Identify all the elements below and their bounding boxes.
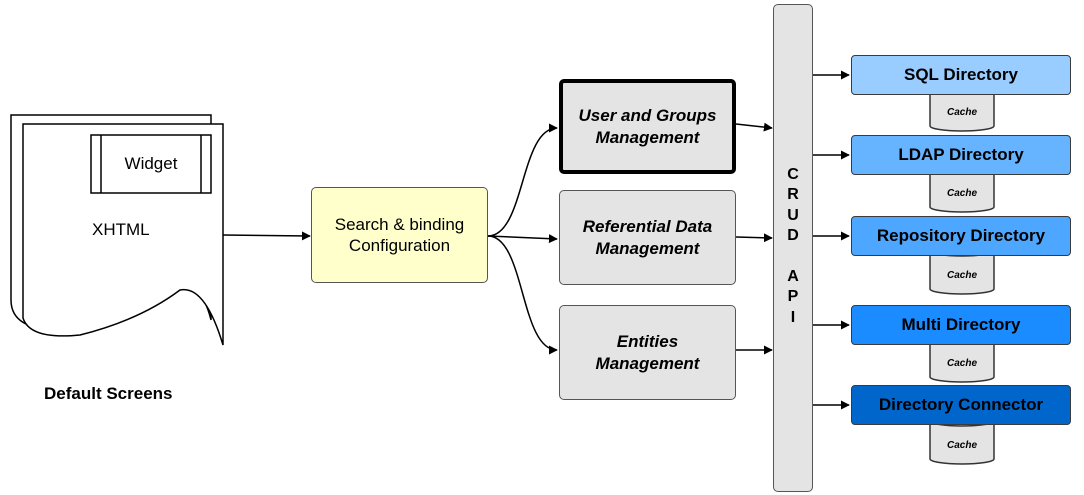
- arrow-referential-to-crud: [735, 233, 773, 243]
- repository-directory-box: Repository Directory: [851, 216, 1071, 256]
- crud-letter: C: [787, 166, 799, 183]
- crud-letter: R: [787, 186, 799, 204]
- users-line-1: User and Groups: [578, 105, 717, 125]
- crud-letter: I: [790, 308, 796, 326]
- arrow-screens-to-config: [222, 231, 311, 241]
- cache-label: Cache: [947, 188, 977, 199]
- directory-connector-box: Directory Connector: [851, 385, 1071, 425]
- arrow-config-to-referential: [487, 234, 558, 244]
- referential-line-1: Referential Data: [582, 216, 713, 236]
- config-line-1: Search & binding: [334, 215, 465, 234]
- crud-letter: D: [787, 227, 799, 245]
- users-line-2: Management: [595, 127, 700, 147]
- cache-label: Cache: [947, 107, 977, 118]
- multi-directory-box: Multi Directory: [851, 305, 1071, 345]
- crud-letter: P: [787, 288, 799, 306]
- entities-management-box: Entities Management: [559, 305, 736, 400]
- cache-label: Cache: [947, 270, 977, 281]
- widget-shape: [90, 134, 212, 194]
- ldap-directory-box: LDAP Directory: [851, 135, 1071, 175]
- arrow-config-to-users: [487, 123, 558, 237]
- arrow-users-to-crud: [735, 122, 773, 132]
- crud-letter: [791, 247, 795, 267]
- referential-line-2: Management: [595, 238, 700, 258]
- default-screens-caption: Default Screens: [44, 384, 173, 403]
- sql-directory-box: SQL Directory: [851, 55, 1071, 95]
- config-line-2: Configuration: [348, 236, 451, 255]
- arrow-config-to-entities: [487, 235, 558, 355]
- cache-label: Cache: [947, 358, 977, 369]
- widget-label: Widget: [124, 154, 178, 173]
- cache-label: Cache: [947, 440, 977, 451]
- entities-line-2: Management: [595, 353, 700, 373]
- crud-api-bar: C R U D A P I: [773, 4, 813, 492]
- crud-letter: U: [787, 206, 799, 224]
- connectors: [222, 70, 850, 410]
- user-groups-management-box: User and Groups Management: [559, 79, 736, 174]
- entities-line-1: Entities: [616, 331, 679, 351]
- crud-letter: A: [787, 268, 799, 286]
- xhtml-label: XHTML: [92, 220, 150, 239]
- search-binding-config-box: Search & binding Configuration: [311, 187, 488, 283]
- referential-data-management-box: Referential Data Management: [559, 190, 736, 285]
